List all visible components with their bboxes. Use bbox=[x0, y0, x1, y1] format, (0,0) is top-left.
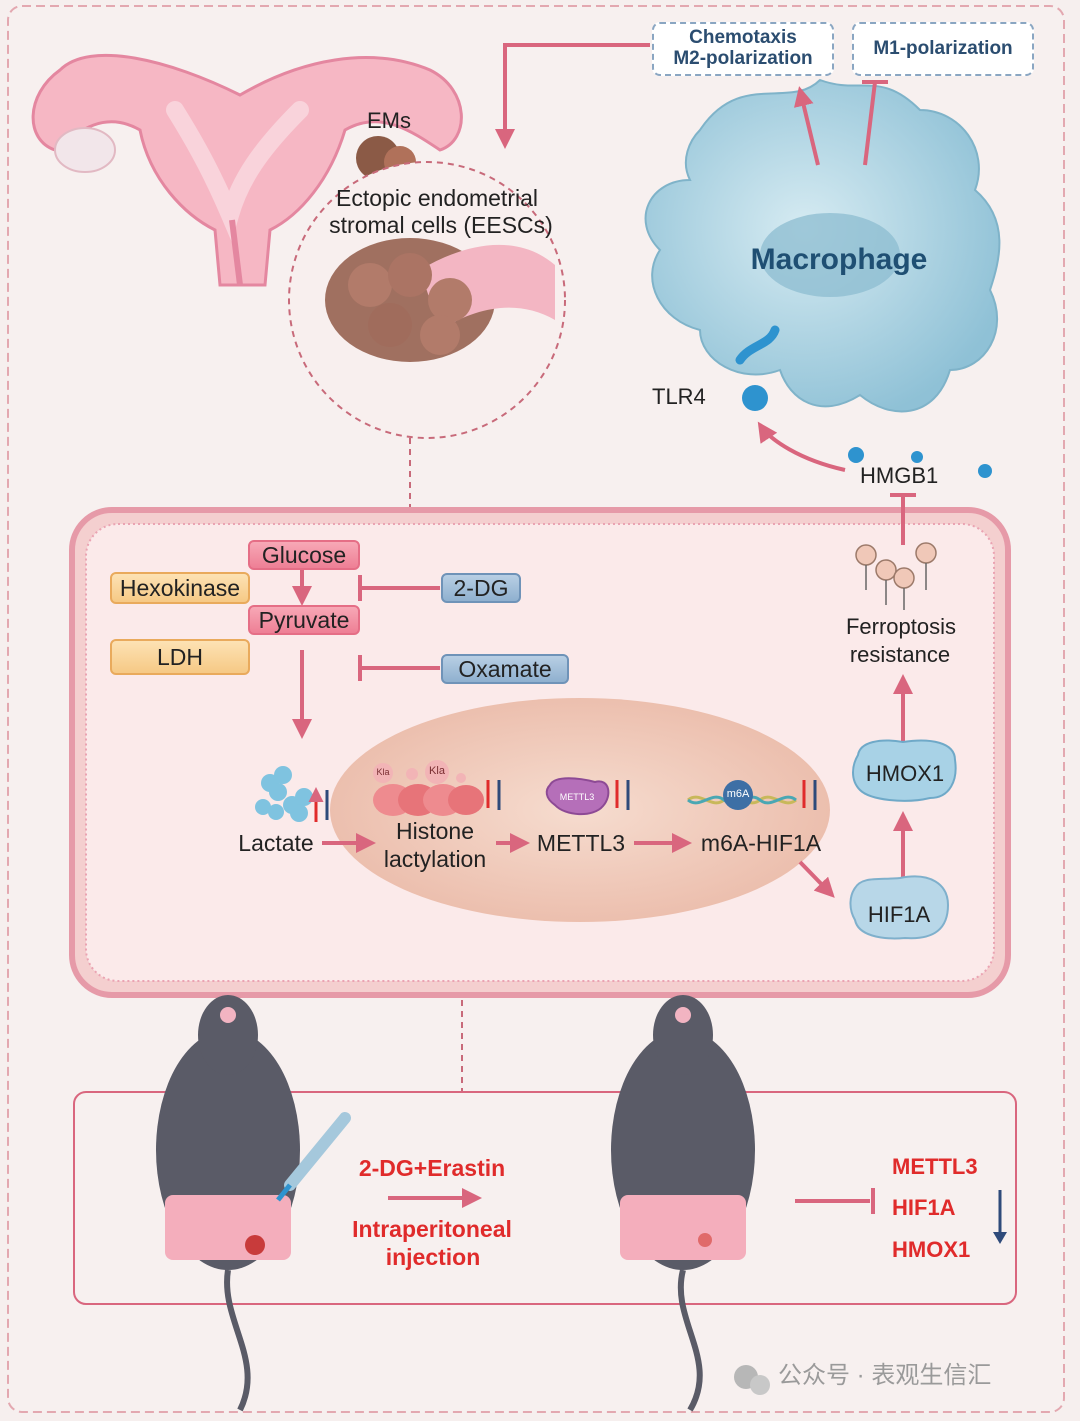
tlr4-label: TLR4 bbox=[652, 384, 706, 409]
mouse-treated bbox=[156, 995, 351, 1412]
hif1a-label: HIF1A bbox=[867, 902, 931, 927]
target-hif1a: HIF1A bbox=[892, 1195, 956, 1220]
route-label-line2: injection bbox=[385, 1244, 481, 1270]
ferroptosis-label-line1: Ferroptosis bbox=[845, 614, 957, 639]
mouse-control bbox=[611, 995, 755, 1412]
eescs-cluster bbox=[288, 161, 566, 439]
chemotaxis-label: Chemotaxis bbox=[689, 27, 797, 49]
ferroptosis-label-line2: resistance bbox=[849, 642, 951, 667]
eescs-label-line1: Ectopic endometrial bbox=[336, 185, 538, 211]
lactate-label: Lactate bbox=[238, 830, 314, 856]
m2-polarization-label: M2-polarization bbox=[673, 48, 813, 69]
hif1a-protein bbox=[849, 875, 950, 940]
macrophage-label: Macrophage bbox=[750, 243, 928, 276]
glucose-box: Glucose bbox=[248, 540, 360, 570]
hmox1-label: HMOX1 bbox=[865, 761, 945, 786]
2dg-box: 2-DG bbox=[441, 573, 521, 603]
oxamate-box: Oxamate bbox=[441, 654, 569, 684]
ferroptosis-particles bbox=[855, 542, 937, 589]
hexokinase-box: Hexokinase bbox=[110, 572, 250, 604]
lactate-molecules bbox=[255, 766, 313, 822]
regulation-arrows bbox=[308, 780, 817, 822]
histone-label-line1: Histone bbox=[396, 818, 474, 844]
m1-polarization-label: M1-polarization bbox=[873, 37, 1013, 59]
histone-nucleosomes bbox=[373, 760, 484, 816]
target-mettl3: METTL3 bbox=[892, 1154, 978, 1179]
route-label-line1: Intraperitoneal bbox=[352, 1216, 512, 1242]
target-hmox1: HMOX1 bbox=[892, 1237, 971, 1262]
m1-polarization-box: M1-polarization bbox=[852, 22, 1034, 76]
kla-tag-1: Kla bbox=[376, 767, 390, 777]
hmgb1-label: HMGB1 bbox=[860, 463, 939, 488]
ems-label: EMs bbox=[367, 108, 411, 133]
watermark: 公众号 · 表观生信汇 bbox=[778, 1362, 992, 1389]
m6a-tag: m6A bbox=[726, 788, 750, 800]
histone-label-line2: lactylation bbox=[383, 846, 487, 872]
mettl3-blob-label: METTL3 bbox=[559, 792, 595, 802]
kla-tag-2: Kla bbox=[429, 765, 445, 777]
pyruvate-box: Pyruvate bbox=[248, 605, 360, 635]
mettl3-label: METTL3 bbox=[536, 830, 626, 856]
m6a-hif1a-label: m6A-HIF1A bbox=[700, 830, 822, 856]
chemotaxis-m2-box: Chemotaxis M2-polarization bbox=[652, 22, 834, 76]
ldh-box: LDH bbox=[110, 639, 250, 675]
eescs-label-line2: stromal cells (EESCs) bbox=[329, 212, 553, 238]
treatment-label: 2-DG+Erastin bbox=[358, 1155, 506, 1181]
macrophage-cell bbox=[644, 78, 1001, 413]
mettl3-protein bbox=[545, 777, 610, 816]
in-vivo-panel-frame bbox=[73, 1091, 1017, 1305]
hmox1-protein bbox=[852, 739, 957, 802]
